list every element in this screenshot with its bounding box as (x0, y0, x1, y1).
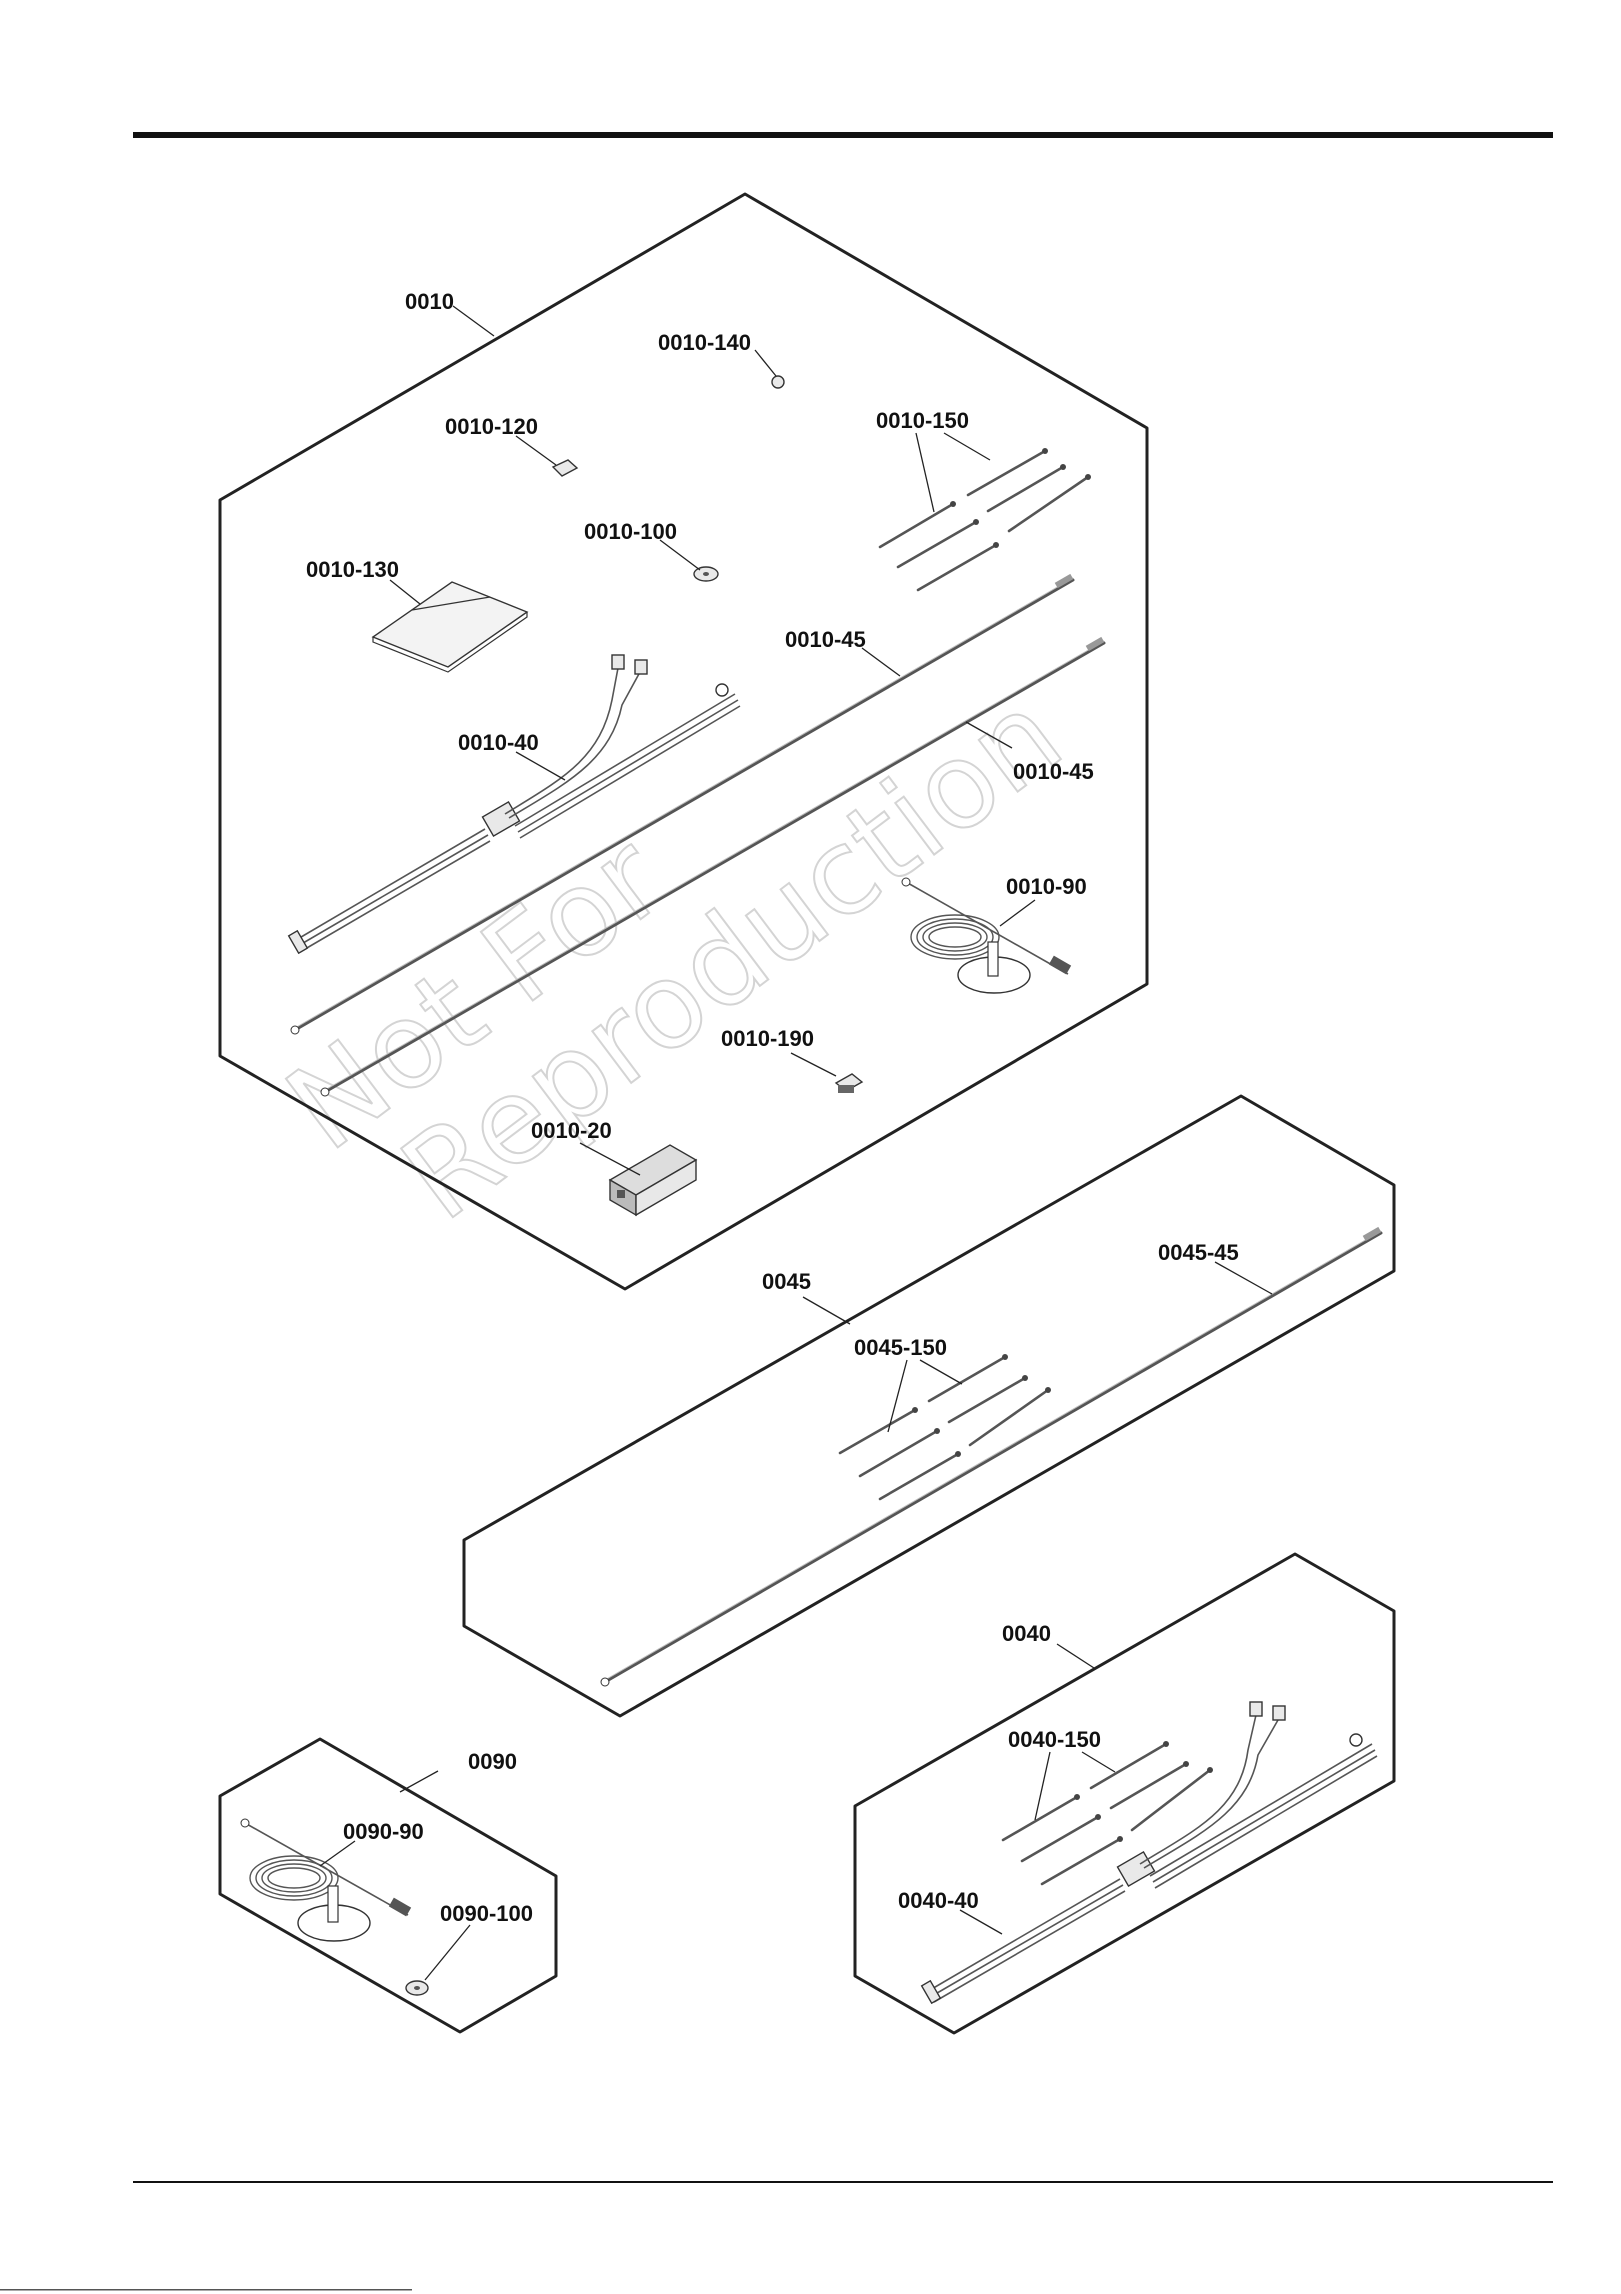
leader-0010-130 (390, 580, 420, 604)
header-rule (133, 132, 1553, 138)
part-0010-150-cable-ties (880, 448, 1091, 590)
label-0090-100: 0090-100 (440, 1901, 533, 1926)
label-0010-150: 0010-150 (876, 408, 969, 433)
leader-0010-140 (755, 350, 776, 376)
label-0010-45-upper: 0010-45 (785, 627, 866, 652)
part-0040-150-cable-ties (1003, 1741, 1213, 1884)
part-0090-100-washer (406, 1981, 428, 1995)
label-0010-45-lower: 0010-45 (1013, 759, 1094, 784)
label-0090: 0090 (468, 1749, 517, 1774)
label-0010-140: 0010-140 (658, 330, 751, 355)
leader-0045-150-b (920, 1360, 962, 1384)
label-0010-130: 0010-130 (306, 557, 399, 582)
part-0010-140 (772, 376, 784, 388)
label-0010: 0010 (405, 289, 454, 314)
label-0045-150: 0045-150 (854, 1335, 947, 1360)
footer-bottom-line (0, 2289, 412, 2291)
part-0045-150-cable-ties (840, 1354, 1051, 1499)
part-0010-130-booklet (373, 582, 527, 672)
leader-0010-150-a (916, 433, 934, 512)
label-0045: 0045 (762, 1269, 811, 1294)
label-0040-150: 0040-150 (1008, 1727, 1101, 1752)
kit-0090-panel: 0090 0090-90 0090-100 (220, 1739, 556, 2032)
leader-0040-40 (960, 1910, 1002, 1934)
leader-0045-45 (1215, 1262, 1272, 1294)
leader-0010-150-b (944, 433, 990, 460)
footer-rule (133, 2181, 1553, 2183)
kit-0045-panel: 0045 0045-45 0045-150 (464, 1096, 1394, 1716)
label-0040: 0040 (1002, 1621, 1051, 1646)
leader-0090 (400, 1771, 438, 1792)
kit-0090-outline (220, 1739, 556, 2032)
leader-0010-100 (660, 540, 700, 570)
label-0010-40: 0010-40 (458, 730, 539, 755)
label-0010-100: 0010-100 (584, 519, 677, 544)
part-0040-40-harness (922, 1702, 1377, 2003)
leader-0010-45-a (862, 648, 900, 676)
leader-0010-20 (580, 1143, 640, 1175)
leader-0040 (1057, 1644, 1094, 1668)
leader-0010-40 (516, 752, 565, 780)
leader-0045 (803, 1297, 850, 1324)
label-0010-120: 0010-120 (445, 414, 538, 439)
label-0045-45: 0045-45 (1158, 1240, 1239, 1265)
leader-0040-150-b (1082, 1752, 1115, 1772)
leader-0010 (453, 306, 494, 336)
leader-0090-90 (320, 1841, 355, 1866)
label-0010-190: 0010-190 (721, 1026, 814, 1051)
leader-0040-150-a (1035, 1752, 1050, 1820)
label-0090-90: 0090-90 (343, 1819, 424, 1844)
label-0040-40: 0040-40 (898, 1888, 979, 1913)
leader-0090-100 (425, 1925, 470, 1980)
leader-0010-120 (516, 436, 556, 465)
label-0010-20: 0010-20 (531, 1118, 612, 1143)
label-0010-90: 0010-90 (1006, 874, 1087, 899)
part-0010-20-module (610, 1145, 696, 1215)
leader-0010-90 (1000, 900, 1035, 926)
part-0045-45-rod (601, 1227, 1381, 1686)
kit-0040-panel: 0040 0040-150 0040-40 (855, 1554, 1394, 2033)
part-0010-100 (694, 567, 718, 581)
leader-0010-190 (791, 1053, 836, 1076)
kit-0045-outline (464, 1096, 1394, 1716)
part-0010-120 (553, 460, 577, 476)
part-0010-190-body (838, 1085, 854, 1093)
